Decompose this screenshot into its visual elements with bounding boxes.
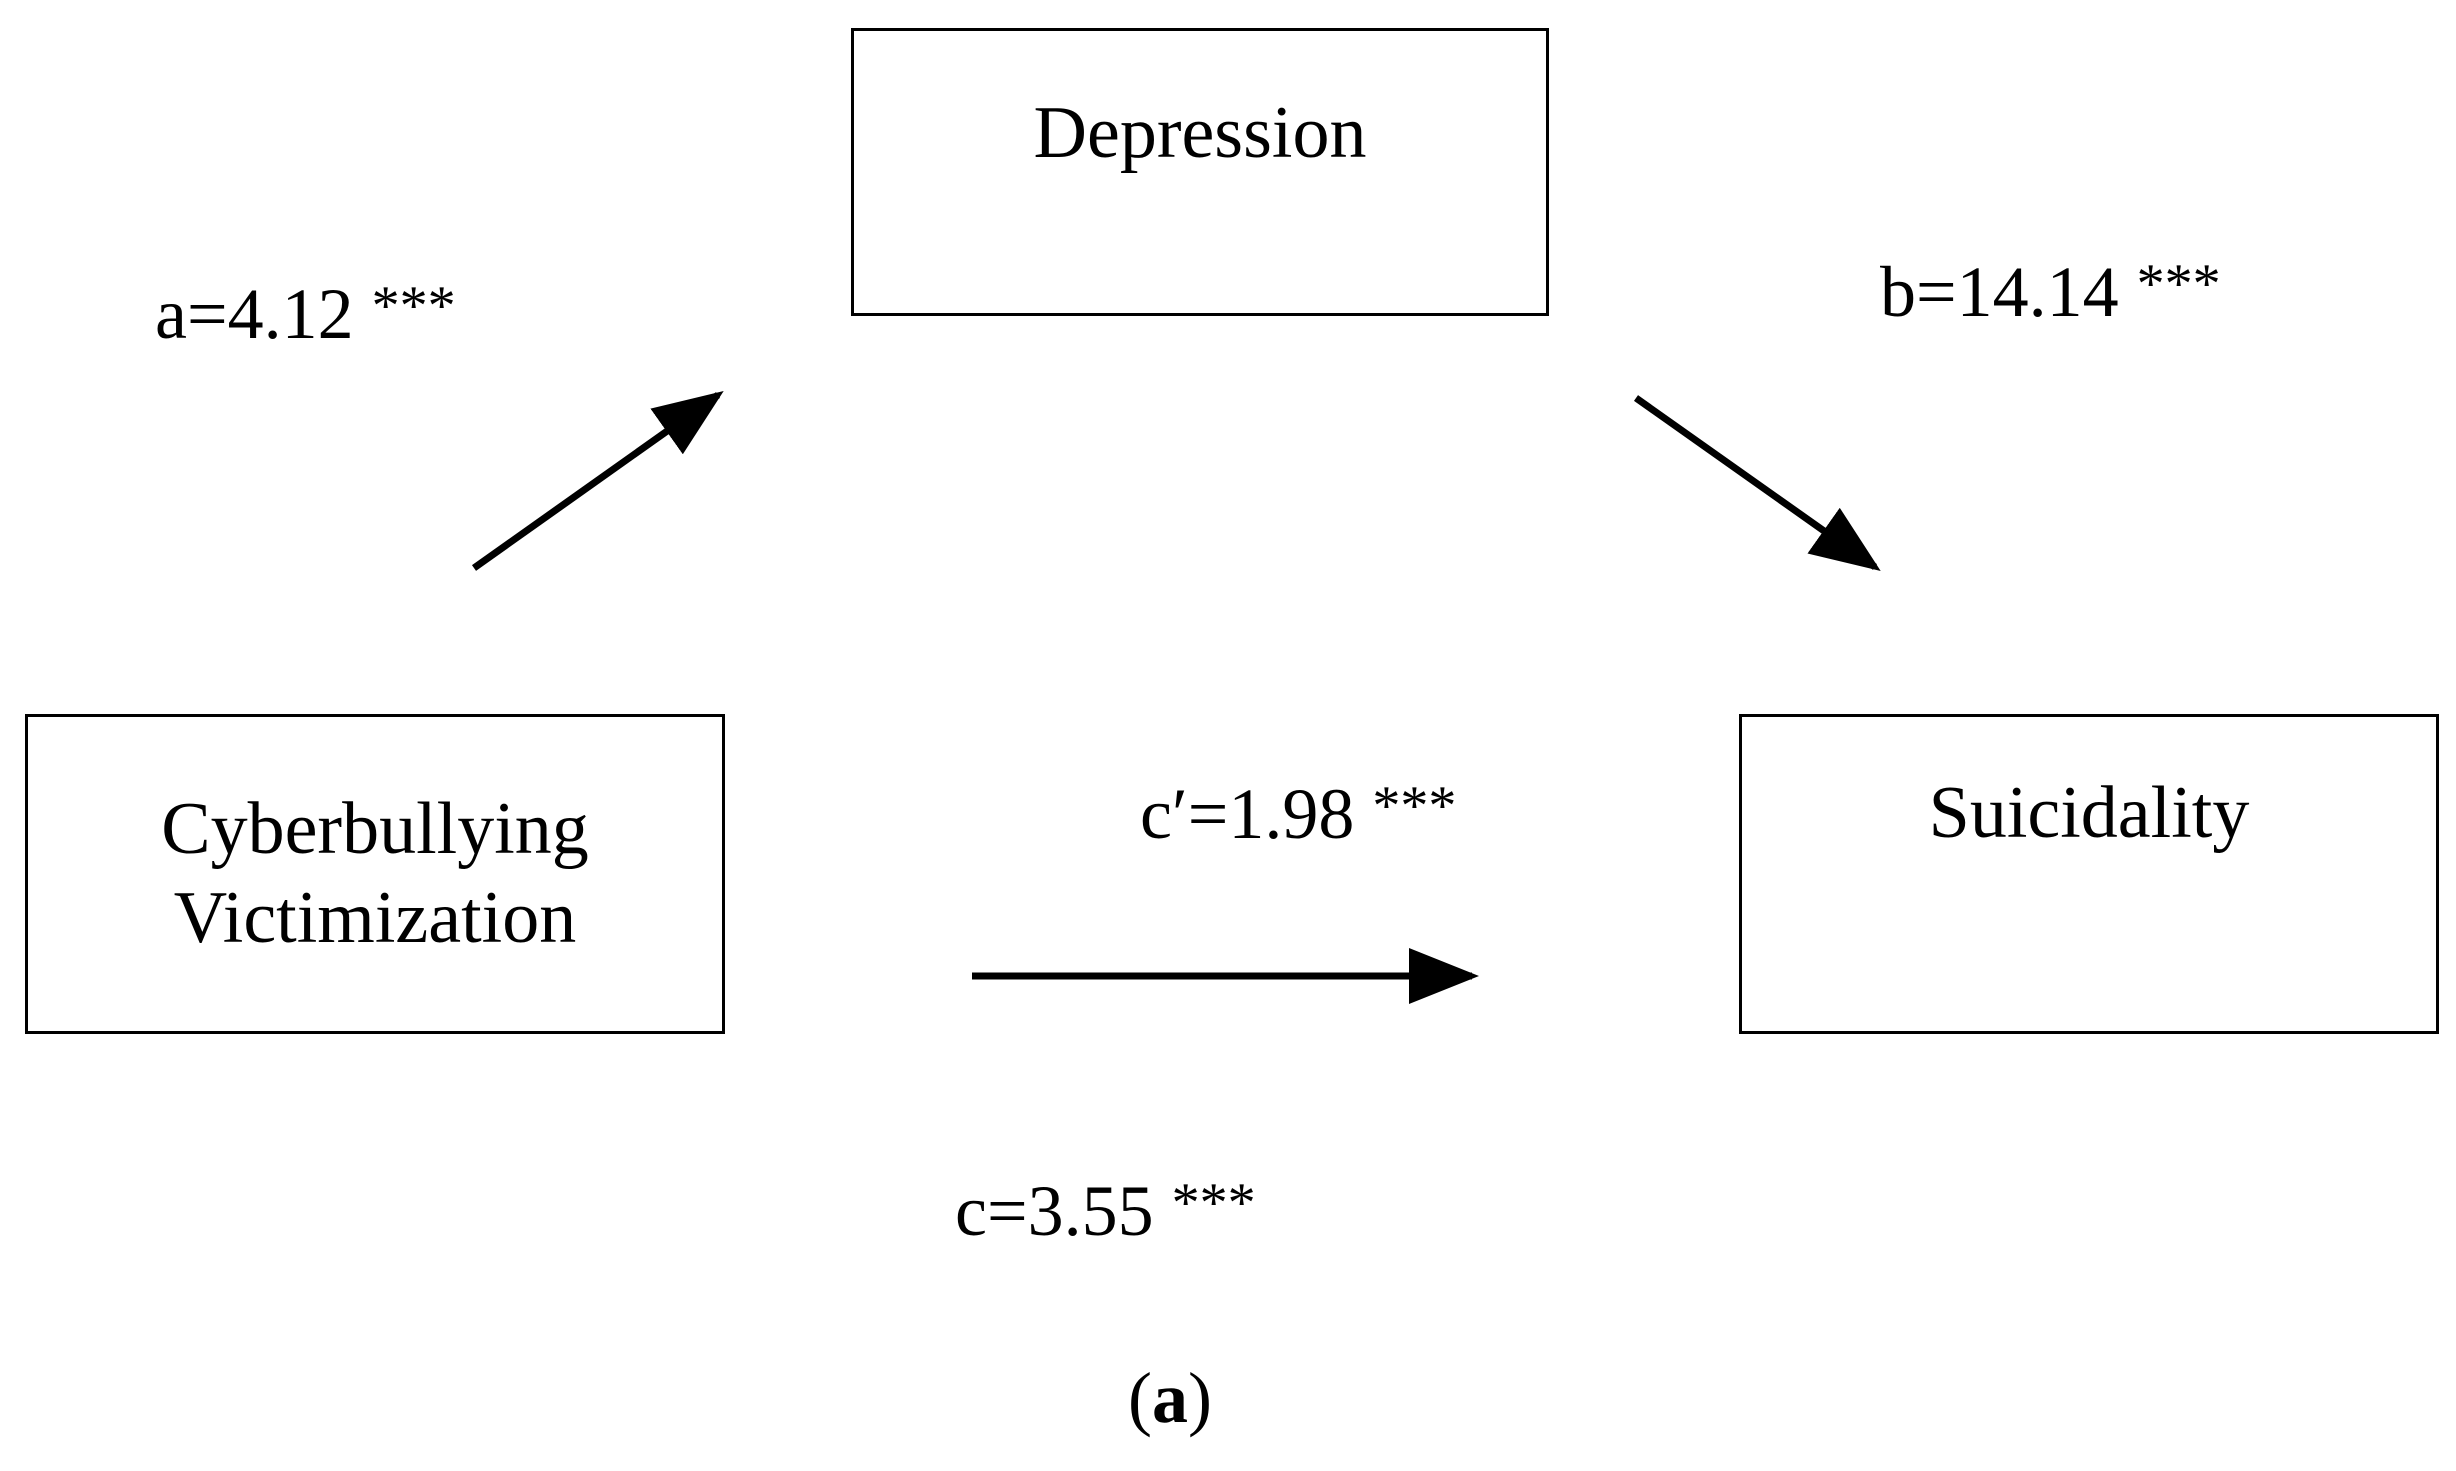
path-a-significance: *** <box>371 275 456 337</box>
suicidality-node: Suicidality <box>1739 714 2439 1034</box>
cyberbullying-label-line1: Cyberbullying <box>161 788 589 871</box>
path-c-significance: *** <box>1171 1172 1256 1234</box>
path-b-value: b=14.14 <box>1880 252 2119 332</box>
panel-close-paren: ) <box>1187 1358 1212 1438</box>
depression-label: Depression <box>1033 92 1367 174</box>
path-c-prime-coefficient: c′=1.98*** <box>1140 778 1456 850</box>
path-c-prime-value: c′=1.98 <box>1140 774 1355 854</box>
cyberbullying-victimization-node: Cyberbullying Victimization <box>25 714 725 1034</box>
arrow-b <box>1633 395 1881 572</box>
path-b-coefficient: b=14.14*** <box>1880 256 2221 328</box>
path-a-coefficient: a=4.12*** <box>155 278 456 350</box>
arrow-a <box>471 390 724 571</box>
cyberbullying-label-line2: Victimization <box>173 877 577 959</box>
path-a-value: a=4.12 <box>155 274 354 354</box>
panel-open-paren: ( <box>1128 1358 1152 1438</box>
panel-letter: a <box>1151 1358 1188 1438</box>
depression-node: Depression <box>851 28 1549 316</box>
panel-label: (a) <box>1128 1362 1212 1434</box>
suicidality-label: Suicidality <box>1928 772 2250 854</box>
path-c-coefficient: c=3.55*** <box>955 1175 1256 1247</box>
path-b-significance: *** <box>2136 253 2221 315</box>
path-c-prime-significance: *** <box>1372 775 1457 837</box>
path-c-value: c=3.55 <box>955 1171 1154 1251</box>
